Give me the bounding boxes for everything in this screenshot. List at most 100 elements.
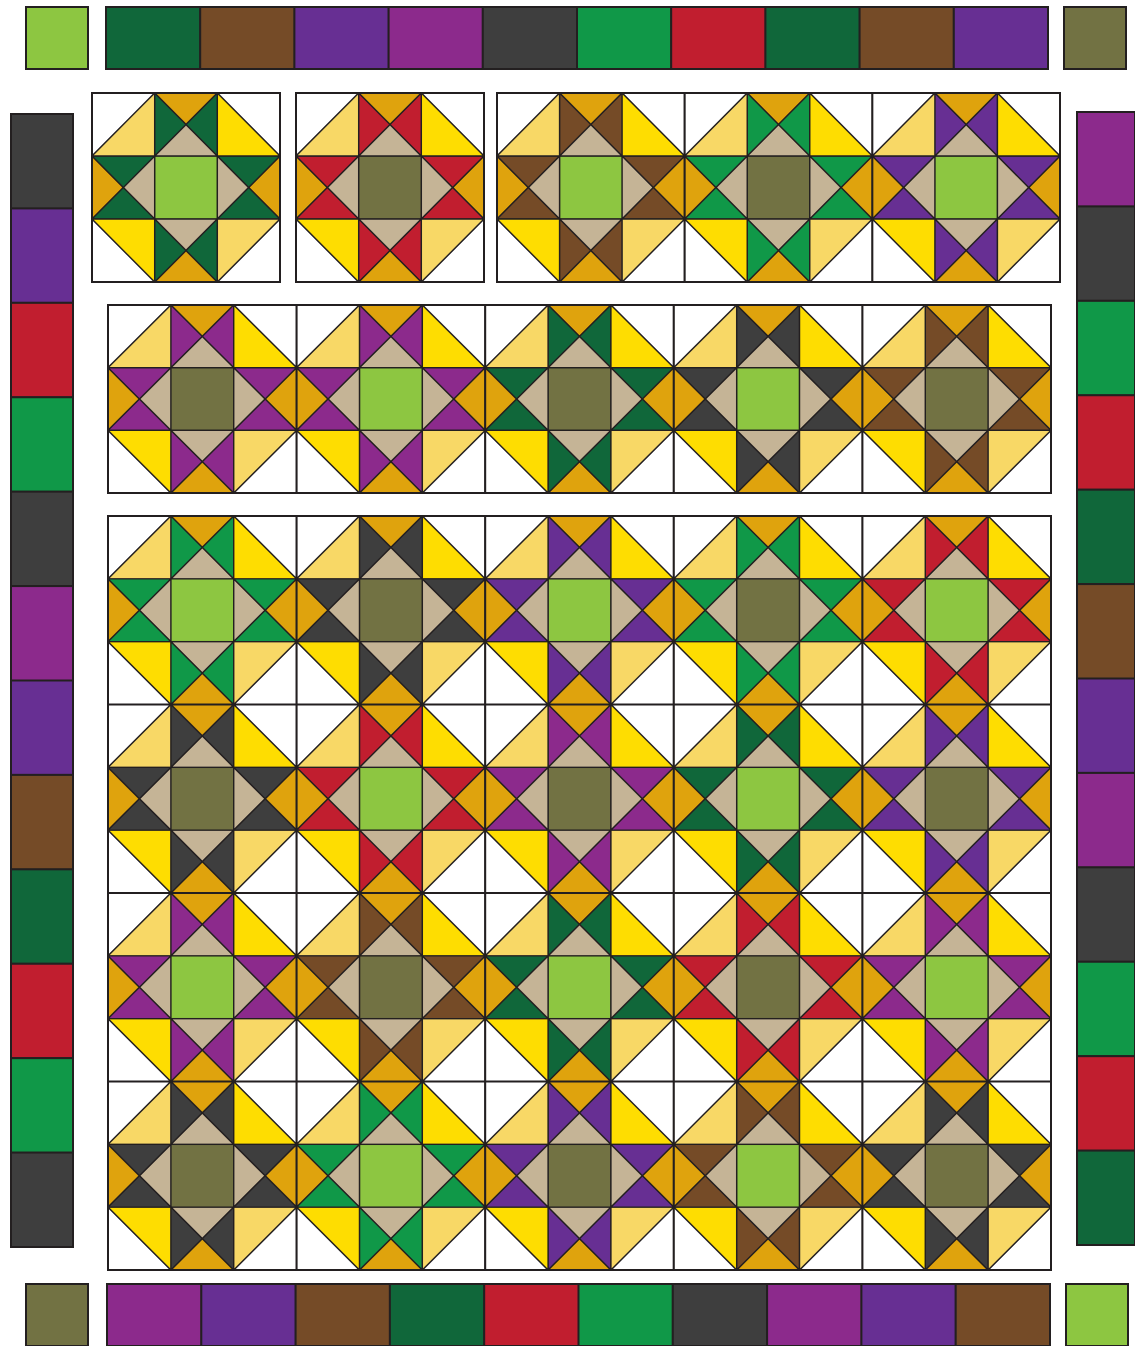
left-border-segment [11, 397, 73, 491]
right-border-segment [1077, 584, 1135, 678]
block-center-square [171, 579, 234, 642]
right-border-segment [1077, 867, 1135, 961]
star-block [108, 1082, 297, 1271]
block-center-square [171, 1144, 234, 1207]
top-border-segment [483, 7, 577, 69]
top-border-segment [671, 7, 765, 69]
bottom-border-segment [956, 1284, 1050, 1346]
left-border-segment [11, 1153, 73, 1247]
block-center-square [935, 156, 998, 219]
right-border-segment [1077, 301, 1135, 395]
bottom-right-corner-square [1066, 1284, 1128, 1346]
bottom-border-segment [579, 1284, 673, 1346]
block-center-square [560, 156, 623, 219]
star-block [108, 516, 297, 705]
left-border-segment [11, 586, 73, 680]
right-border-segment [1077, 962, 1135, 1056]
left-border-segment [11, 303, 73, 397]
right-border-segment [1077, 490, 1135, 584]
left-border-segment [11, 775, 73, 869]
top-border-segment [954, 7, 1048, 69]
star-block [862, 1082, 1051, 1271]
top-border-segment [294, 7, 388, 69]
star-block [862, 516, 1051, 705]
left-border-segment [11, 681, 73, 775]
right-border-segment [1077, 773, 1135, 867]
block-center-square [548, 1144, 611, 1207]
top-border-segment [106, 7, 200, 69]
main-quilt-body [108, 516, 1051, 1270]
bottom-border-segment [767, 1284, 861, 1346]
left-border-segment [11, 208, 73, 302]
block-center-square [548, 368, 611, 431]
bottom-border-segment [107, 1284, 201, 1346]
star-block [674, 893, 863, 1082]
block-center-square [171, 956, 234, 1019]
block-center-square [171, 767, 234, 830]
star-block [297, 1082, 486, 1271]
top-border-segment [765, 7, 859, 69]
star-block [862, 893, 1051, 1082]
bottom-border-segment [673, 1284, 767, 1346]
top-border-segment [200, 7, 294, 69]
block-center-square [359, 156, 422, 219]
left-border-segment [11, 964, 73, 1058]
star-block [108, 705, 297, 894]
block-center-square [925, 956, 988, 1019]
bottom-border-segment [484, 1284, 578, 1346]
star-block [862, 305, 1051, 493]
top-block-row [92, 93, 1060, 282]
block-center-square [548, 767, 611, 830]
star-block [485, 705, 674, 894]
bottom-border-segment [861, 1284, 955, 1346]
star-block [296, 93, 484, 282]
left-border [11, 114, 73, 1247]
block-center-square [737, 1144, 800, 1207]
bottom-border-segment [390, 1284, 484, 1346]
block-center-square [925, 579, 988, 642]
block-center-square [548, 956, 611, 1019]
top-border-segment [860, 7, 954, 69]
middle-block-row [108, 305, 1051, 493]
block-center-square [359, 956, 422, 1019]
star-block [297, 893, 486, 1082]
top-right-corner-square [1064, 7, 1126, 69]
star-block [674, 705, 863, 894]
star-block [862, 705, 1051, 894]
star-block [108, 305, 297, 493]
block-center-square [737, 767, 800, 830]
star-block [108, 893, 297, 1082]
star-block [485, 1082, 674, 1271]
star-block [685, 93, 873, 282]
left-border-segment [11, 1058, 73, 1152]
star-block [485, 893, 674, 1082]
star-block [872, 93, 1060, 282]
block-center-square [925, 767, 988, 830]
right-border-segment [1077, 395, 1135, 489]
top-border [26, 7, 1126, 69]
block-center-square [548, 579, 611, 642]
block-center-square [359, 1144, 422, 1207]
left-border-segment [11, 114, 73, 208]
block-center-square [359, 579, 422, 642]
block-center-square [737, 956, 800, 1019]
star-block [674, 516, 863, 705]
bottom-left-corner-square [26, 1284, 88, 1346]
block-center-square [359, 368, 422, 431]
right-border-segment [1077, 206, 1135, 300]
bottom-border-segment [296, 1284, 390, 1346]
right-border-segment [1077, 112, 1135, 206]
block-center-square [747, 156, 810, 219]
top-border-segment [577, 7, 671, 69]
top-left-corner-square [26, 7, 88, 69]
bottom-border [26, 1284, 1128, 1346]
block-center-square [925, 368, 988, 431]
block-center-square [359, 767, 422, 830]
right-border [1077, 112, 1135, 1245]
block-center-square [925, 1144, 988, 1207]
bottom-border-segment [201, 1284, 295, 1346]
star-block [485, 305, 674, 493]
right-border-segment [1077, 1151, 1135, 1245]
left-border-segment [11, 869, 73, 963]
